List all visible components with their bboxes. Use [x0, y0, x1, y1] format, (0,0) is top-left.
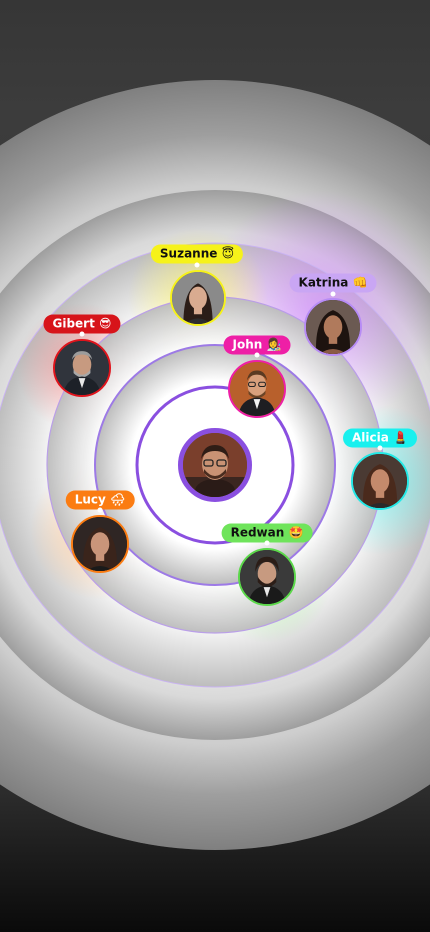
avatar-john[interactable]: [228, 360, 286, 418]
person-icon: [183, 433, 247, 497]
avatar-lucy[interactable]: [71, 515, 129, 573]
avatar-alicia[interactable]: [351, 452, 409, 510]
person-icon: [240, 550, 294, 604]
label-suzanne: Suzanne 😇: [150, 244, 244, 264]
person-icon: [73, 517, 127, 571]
pin-dot: [194, 262, 200, 268]
label-lucy: Lucy 🌧: [65, 490, 135, 510]
person-icon: [353, 454, 407, 508]
avatar-gibert[interactable]: [53, 339, 111, 397]
pin-dot: [79, 331, 85, 337]
person-icon: [306, 300, 360, 354]
label-john: John 👩‍🎨: [223, 335, 291, 355]
avatar-suzanne[interactable]: [170, 270, 226, 326]
person-icon: [230, 362, 284, 416]
pin-dot: [97, 507, 103, 513]
pin-dot: [254, 352, 260, 358]
label-redwan: Redwan 🤩: [221, 523, 313, 543]
label-alicia: Alicia 💄: [343, 428, 417, 448]
avatar-redwan[interactable]: [238, 548, 296, 606]
avatar-katrina[interactable]: [304, 298, 362, 356]
label-katrina: Katrina 👊: [289, 273, 377, 293]
pin-dot: [330, 291, 336, 297]
label-gibert: Gibert 😎: [43, 314, 121, 334]
pin-dot: [377, 445, 383, 451]
person-icon: [172, 272, 224, 324]
pin-dot: [264, 540, 270, 546]
person-icon: [55, 341, 109, 395]
center-user-avatar[interactable]: [178, 428, 252, 502]
